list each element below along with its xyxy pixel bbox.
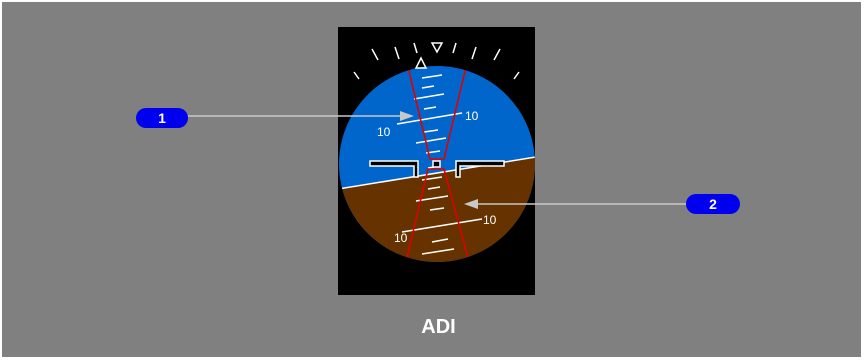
pitch-label-upper-left: 10 [377, 125, 391, 139]
red-pointer-lines [399, 66, 477, 262]
bank-pointer-triangle-icon [414, 56, 428, 69]
pitch-label-upper-right: 10 [465, 109, 479, 123]
aircraft-reference-symbol-icon [369, 160, 505, 178]
attitude-indicator-diagram: 10 10 10 10 [188, 27, 686, 295]
callout-badge-2: 2 [686, 194, 740, 214]
diagram-panel: 10 10 10 10 [2, 2, 861, 357]
pitch-label-lower-left: 10 [394, 231, 408, 245]
ground-region [339, 156, 535, 262]
diagram-caption: ADI [421, 316, 456, 338]
bank-scale [353, 42, 520, 80]
callout-2-leader [464, 199, 686, 209]
callout-badge-1: 1 [136, 108, 188, 128]
bank-index-triangle-icon [430, 42, 444, 54]
callout-1-leader [188, 111, 414, 121]
pitch-label-lower-right: 10 [483, 213, 497, 227]
horizon-line [339, 155, 535, 191]
